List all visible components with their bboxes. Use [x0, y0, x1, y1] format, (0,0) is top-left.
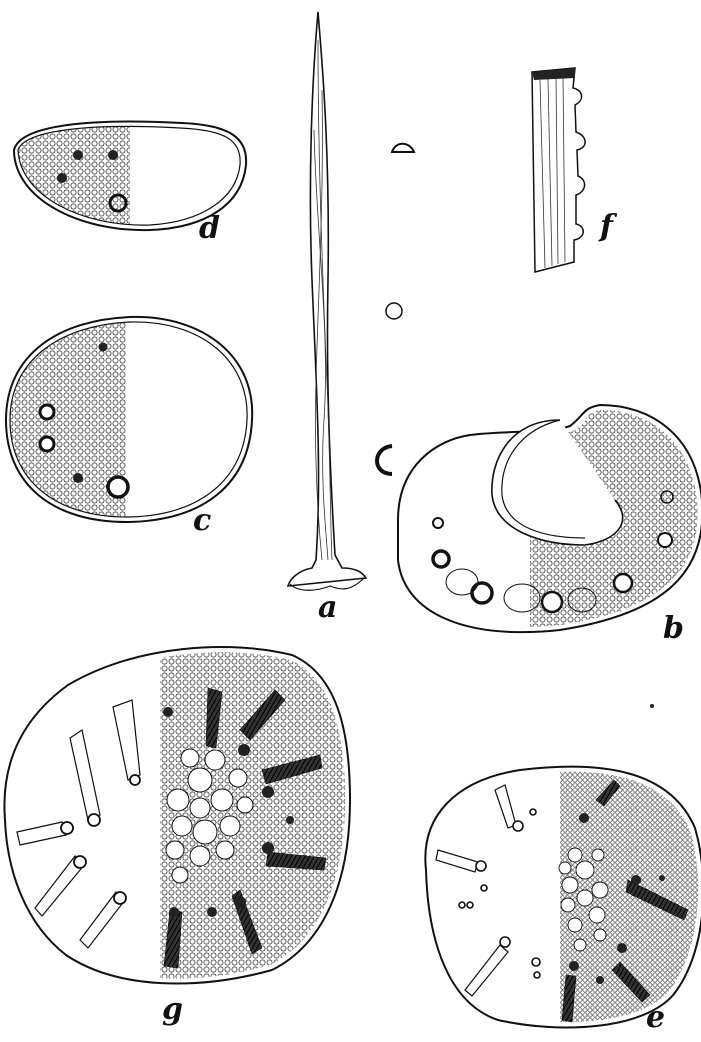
label-e: e [646, 1003, 665, 1033]
figure-g-section [4, 640, 355, 990]
label-c: c [193, 506, 211, 536]
label-g: g [162, 995, 183, 1025]
label-d: d [199, 214, 220, 244]
figure-f-fragment [532, 68, 585, 272]
figure-b-section [398, 405, 701, 635]
label-a: a [318, 593, 337, 623]
label-b: b [663, 614, 684, 644]
figure-a-leaf [288, 12, 366, 590]
figure-c-section [6, 317, 252, 522]
figure-e-section [425, 704, 701, 1035]
small-section-marks [377, 144, 414, 474]
label-f: f [600, 212, 613, 242]
